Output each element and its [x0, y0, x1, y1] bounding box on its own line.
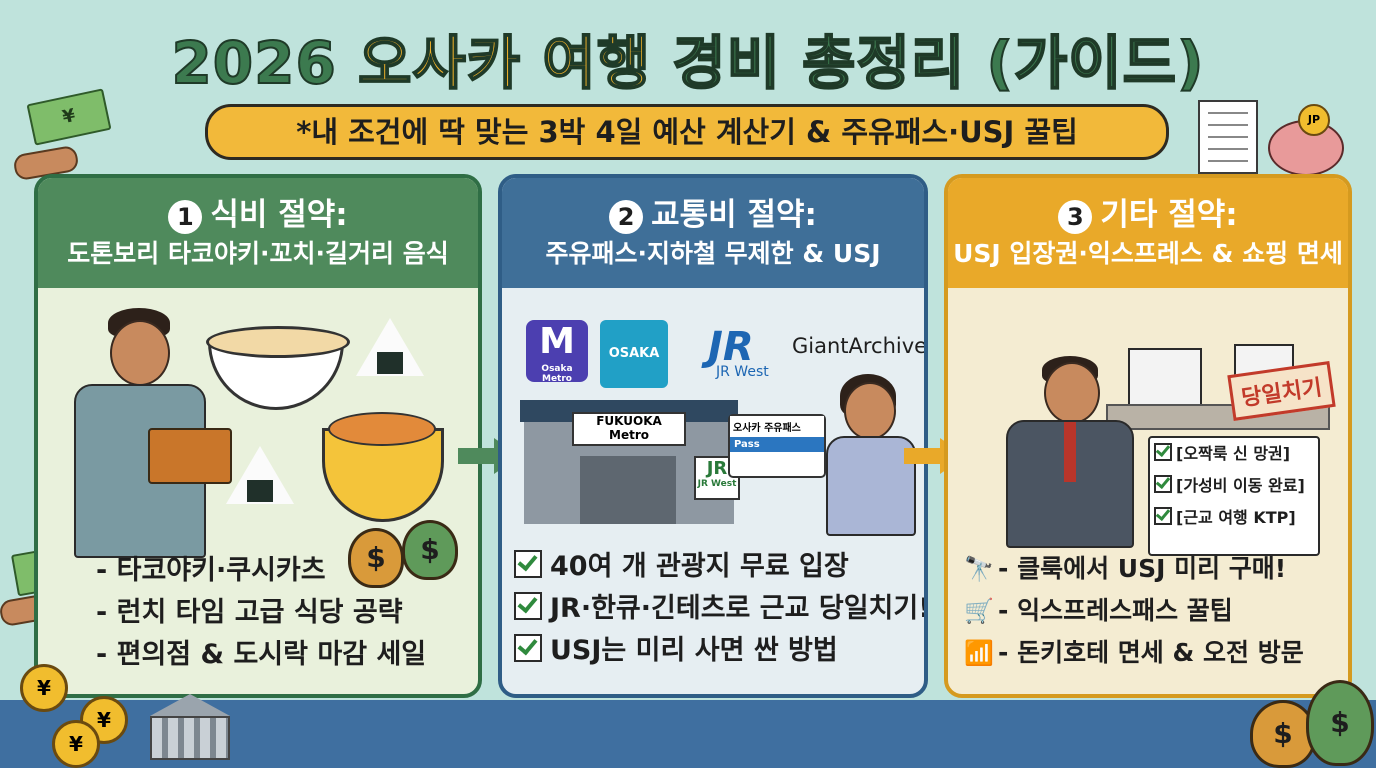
document-icon: [1198, 100, 1258, 174]
other-tips-list: 🔭- 클룩에서 USJ 미리 구매! 🛒- 익스프레스패스 꿀팁 📶- 돈키호테…: [964, 548, 1304, 674]
panel-heading: 식비 절약:: [210, 197, 348, 233]
panel-subheading: 도톤보리 타코야키·꼬치·길거리 음식: [67, 239, 449, 268]
step-number: 2: [609, 199, 644, 234]
list-item: 🔭- 클룩에서 USJ 미리 구매!: [964, 548, 1304, 590]
list-item: 40여 개 관광지 무료 입장: [514, 546, 924, 588]
osaka-pass-card: 오사카 주유패스 Pass: [728, 414, 826, 478]
checklist-clipboard: [오짝룩 신 망권] [가성비 이동 완료] [근교 여행 KTP]: [1148, 436, 1320, 556]
telescope-icon: 🔭: [964, 555, 994, 583]
wifi-icon: 📶: [964, 639, 994, 667]
pass-holder-illustration: [818, 374, 918, 536]
cart-icon: 🛒: [964, 597, 994, 625]
bank-icon: [150, 694, 230, 764]
jr-logo: JR: [708, 324, 754, 370]
step-number: 1: [168, 199, 203, 234]
jr-west-label: JR West: [716, 364, 769, 380]
panel-subheading: USJ 입장권·익스프레스 & 쇼핑 면세: [953, 239, 1343, 268]
yen-coin-icon: ¥: [52, 720, 100, 768]
subtitle-banner: *내 조건에 딱 맞는 3박 4일 예산 계산기 & 주유패스·USJ 꿀팁: [205, 104, 1169, 160]
arrow-right-icon: [904, 448, 942, 464]
ramen-broth: [206, 326, 350, 358]
transport-tips-list: 40여 개 관광지 무료 입장 JR·한큐·긴테츠로 근교 당일치기! USJ는…: [514, 546, 924, 672]
food-tips-list: - 타코야키·쿠시카츠 - 런치 타임 고급 식당 공략 - 편의점 & 도시락…: [96, 550, 426, 676]
list-item: USJ는 미리 사면 싼 방법: [514, 630, 924, 672]
step-number: 3: [1058, 199, 1093, 234]
money-bag-icon: $: [348, 528, 404, 588]
list-item: - 편의점 & 도시락 마감 세일: [96, 639, 427, 670]
donburi-topping: [328, 412, 436, 446]
checklist-item: [가성비 이동 완료]: [1150, 470, 1318, 502]
traveler-illustration: [48, 308, 232, 568]
arrow-right-icon: [458, 448, 496, 464]
list-item: 🛒- 익스프레스패스 꿀팁: [964, 590, 1304, 632]
giantarchive-label: GiantArchive: [792, 334, 928, 358]
coin-icon: JP: [1298, 104, 1330, 136]
businessman-illustration: [988, 356, 1134, 548]
panel-heading: 교통비 절약:: [651, 197, 817, 233]
list-item: JR·한큐·긴테츠로 근교 당일치기!: [514, 588, 924, 630]
checkbox-icon: [514, 634, 542, 662]
list-item: - 런치 타임 고급 식당 공략: [96, 597, 403, 628]
page-title: 2026 오사카 여행 경비 총정리 (가이드): [170, 28, 1205, 98]
yen-coin-icon: ¥: [20, 664, 68, 712]
list-item: - 타코야키·쿠시카츠: [96, 555, 326, 586]
money-bag-icon: $: [402, 520, 458, 580]
checkbox-icon: [514, 550, 542, 578]
panel-subheading: 주유패스·지하철 무제한 & USJ: [545, 239, 881, 268]
panel-heading: 기타 절약:: [1100, 197, 1238, 233]
list-item: 📶- 돈키호테 면세 & 오전 방문: [964, 632, 1304, 674]
money-bag-icon: $: [1250, 700, 1316, 768]
checklist-item: [오짝룩 신 망권]: [1150, 438, 1318, 470]
money-bag-icon: $: [1306, 680, 1374, 766]
checkbox-icon: [514, 592, 542, 620]
checklist-item: [근교 여행 KTP]: [1150, 502, 1318, 534]
osaka-pass-logo: OSAKA NEW: [600, 320, 668, 429]
